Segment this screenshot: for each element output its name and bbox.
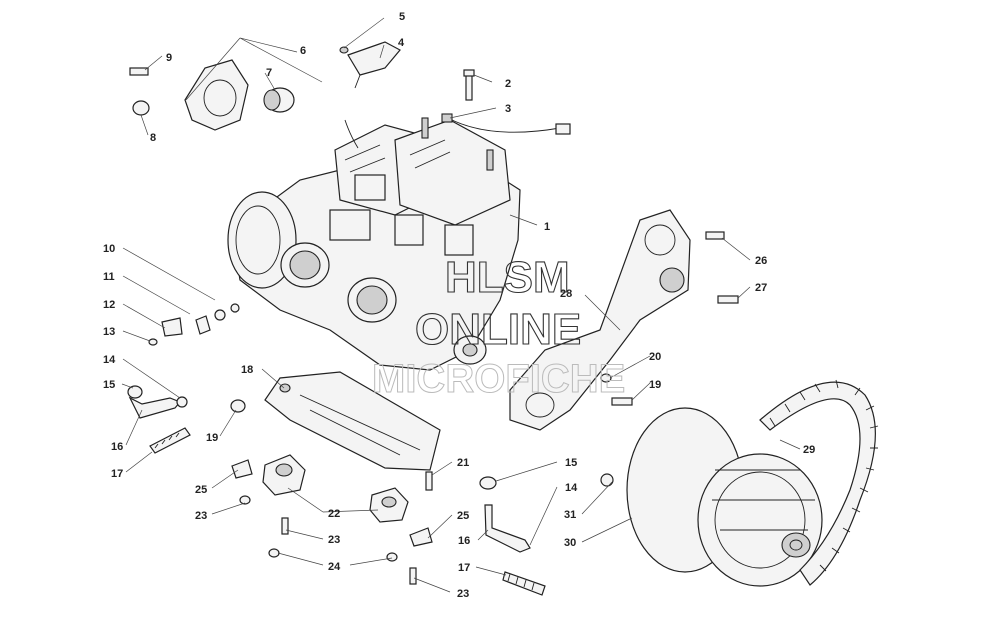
watermark-line1: HLSM xyxy=(445,253,570,302)
bolt-26 xyxy=(705,231,725,240)
hose-group-left xyxy=(127,385,191,454)
callout-19-right: 19 xyxy=(649,379,661,391)
washer-20 xyxy=(600,373,612,383)
callout-29: 29 xyxy=(803,444,815,456)
callout-28: 28 xyxy=(560,288,572,300)
watermark: HLSM ONLINE MICROFICHE xyxy=(372,252,626,401)
callout-6: 6 xyxy=(300,45,306,57)
clips-25 xyxy=(231,459,433,547)
callout-1: 1 xyxy=(544,221,550,233)
hardware-10-13 xyxy=(148,303,240,346)
callout-23-left: 23 xyxy=(195,510,207,522)
callout-9: 9 xyxy=(166,52,172,64)
callout-23-right: 23 xyxy=(457,588,469,600)
callout-18: 18 xyxy=(241,364,253,376)
callout-25-left: 25 xyxy=(195,484,207,496)
drive-belt xyxy=(759,379,879,586)
callout-23-mid: 23 xyxy=(328,534,340,546)
bushing-8 xyxy=(132,100,150,116)
callout-16-left: 16 xyxy=(111,441,123,453)
callout-15-right: 15 xyxy=(565,457,577,469)
bolt-27 xyxy=(717,295,739,304)
bolt-9 xyxy=(129,67,149,76)
callout-31: 31 xyxy=(564,509,576,521)
callout-2: 2 xyxy=(505,78,511,90)
callout-13: 13 xyxy=(103,326,115,338)
callout-26: 26 xyxy=(755,255,767,267)
bolts-23-24 xyxy=(239,471,433,585)
callout-19-left: 19 xyxy=(206,432,218,444)
callout-10: 10 xyxy=(103,243,115,255)
callout-14-right: 14 xyxy=(565,482,578,494)
mount-block-right xyxy=(369,487,409,523)
callout-4: 4 xyxy=(398,37,405,49)
callout-11: 11 xyxy=(103,271,115,283)
callout-21: 21 xyxy=(457,457,469,469)
callout-27: 27 xyxy=(755,282,767,294)
callout-30: 30 xyxy=(564,537,576,549)
bolt-19b xyxy=(611,397,633,406)
mount-block-left xyxy=(262,454,306,496)
bolt-31 xyxy=(600,473,614,487)
hose-group-right xyxy=(479,476,546,596)
mounting-plate xyxy=(509,209,691,431)
starter-handle xyxy=(339,41,401,89)
callout-17-left: 17 xyxy=(111,468,123,480)
callout-3: 3 xyxy=(505,103,511,115)
temp-sensor-3 xyxy=(441,113,571,135)
callout-20: 20 xyxy=(649,351,661,363)
callout-15-left: 15 xyxy=(103,379,115,391)
callout-12: 12 xyxy=(103,299,115,311)
callout-14-left: 14 xyxy=(103,354,116,366)
rope-pulley xyxy=(263,87,295,113)
engine-mount-bracket xyxy=(264,371,441,471)
drive-clutch xyxy=(626,407,823,587)
callout-17-right: 17 xyxy=(458,562,470,574)
engine-assembly xyxy=(227,117,521,371)
watermark-line2: ONLINE xyxy=(415,305,581,354)
callout-16-right: 16 xyxy=(458,535,470,547)
bolt-2 xyxy=(463,69,475,101)
callout-25-right: 25 xyxy=(457,510,469,522)
callout-5: 5 xyxy=(399,11,405,23)
leader-lines xyxy=(121,17,801,593)
callout-22: 22 xyxy=(328,508,340,520)
callouts: 1 2 3 4 5 6 7 8 9 10 11 12 13 14 15 16 1… xyxy=(103,11,815,600)
watermark-line3: MICROFICHE xyxy=(372,357,625,401)
callout-24: 24 xyxy=(328,561,341,573)
callout-8: 8 xyxy=(150,132,156,144)
bolt-19a xyxy=(230,399,246,413)
recoil-cover xyxy=(184,59,249,131)
callout-7: 7 xyxy=(266,67,272,79)
